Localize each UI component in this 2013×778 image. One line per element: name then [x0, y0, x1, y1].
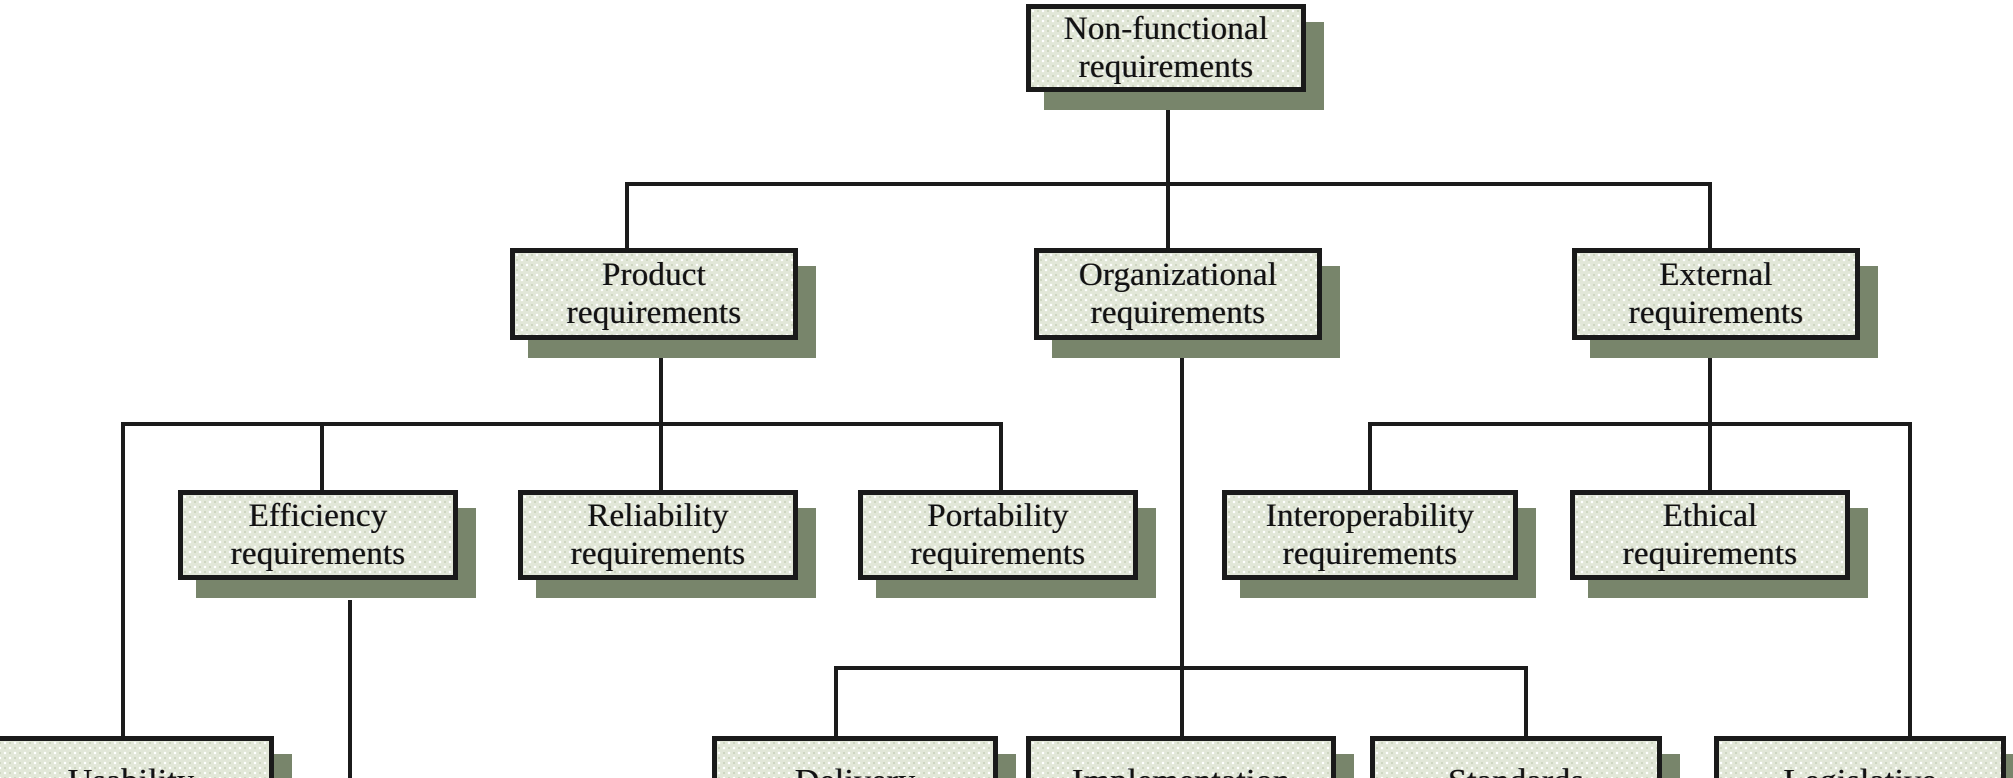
- node-label: Delivery: [787, 762, 924, 778]
- node-face: Legislative: [1714, 736, 2006, 778]
- node-label: Implementation: [1064, 762, 1298, 778]
- node-label: Product requirements: [566, 256, 742, 331]
- edge-drop-organizational: [1166, 182, 1170, 248]
- node-face: Organizational requirements: [1034, 248, 1322, 340]
- node-face: Implementation: [1026, 736, 1336, 778]
- edge-drop-delivery: [834, 666, 838, 738]
- node-face: Non-functional requirements: [1026, 4, 1306, 92]
- node-interoperability-requirements[interactable]: Interoperability requirements: [1222, 490, 1536, 598]
- edge-drop-implementation: [1180, 666, 1184, 738]
- node-organizational-requirements[interactable]: Organizational requirements: [1034, 248, 1340, 358]
- edge-efficiency-stem: [348, 600, 352, 778]
- node-implementation[interactable]: Implementation: [1026, 736, 1354, 778]
- node-label: Ethical requirements: [1622, 497, 1798, 572]
- node-label: Usability: [60, 762, 202, 778]
- node-face: Portability requirements: [858, 490, 1138, 580]
- node-delivery[interactable]: Delivery: [712, 736, 1016, 778]
- node-efficiency-requirements[interactable]: Efficiency requirements: [178, 490, 476, 598]
- edge-external-stem: [1708, 340, 1712, 468]
- node-non-functional-requirements[interactable]: Non-functional requirements: [1026, 4, 1324, 110]
- node-face: Product requirements: [510, 248, 798, 340]
- node-label: Standards: [1440, 762, 1592, 778]
- edge-organizational-stem: [1180, 340, 1184, 670]
- node-face: Efficiency requirements: [178, 490, 458, 580]
- edge-drop-portability: [999, 422, 1003, 490]
- node-usability[interactable]: Usability: [0, 736, 292, 778]
- node-legislative[interactable]: Legislative: [1714, 736, 2013, 778]
- edge-drop-interoperability: [1368, 422, 1372, 490]
- node-label: Interoperability requirements: [1265, 497, 1475, 572]
- edge-product-stem: [659, 340, 663, 468]
- node-face: Ethical requirements: [1570, 490, 1850, 580]
- node-face: Standards: [1370, 736, 1662, 778]
- node-label: Portability requirements: [910, 497, 1086, 572]
- edge-drop-standards: [1524, 666, 1528, 738]
- node-product-requirements[interactable]: Product requirements: [510, 248, 816, 358]
- edge-drop-usability-rail: [121, 422, 125, 752]
- node-label: Legislative: [1775, 762, 1944, 778]
- node-face: Interoperability requirements: [1222, 490, 1518, 580]
- node-label: Reliability requirements: [570, 497, 746, 572]
- node-standards[interactable]: Standards: [1370, 736, 1680, 778]
- node-face: Delivery: [712, 736, 998, 778]
- edge-drop-product: [625, 182, 629, 248]
- edge-drop-reliability: [659, 422, 663, 490]
- node-label: Organizational requirements: [1078, 256, 1278, 331]
- node-label: External requirements: [1628, 256, 1804, 331]
- edge-drop-legislative-rail: [1908, 422, 1912, 752]
- node-face: Reliability requirements: [518, 490, 798, 580]
- node-reliability-requirements[interactable]: Reliability requirements: [518, 490, 816, 598]
- edge-drop-efficiency: [320, 422, 324, 490]
- node-external-requirements[interactable]: External requirements: [1572, 248, 1878, 358]
- node-ethical-requirements[interactable]: Ethical requirements: [1570, 490, 1868, 598]
- node-face: Usability: [0, 736, 274, 778]
- edge-drop-external: [1708, 182, 1712, 248]
- edge-product-children-bus: [121, 422, 1003, 426]
- edge-drop-ethical: [1708, 422, 1712, 490]
- edge-external-children-bus: [1368, 422, 1912, 426]
- node-label: Efficiency requirements: [230, 497, 406, 572]
- edge-root-stem: [1166, 88, 1170, 184]
- node-portability-requirements[interactable]: Portability requirements: [858, 490, 1156, 598]
- node-label: Non-functional requirements: [1063, 10, 1269, 85]
- node-face: External requirements: [1572, 248, 1860, 340]
